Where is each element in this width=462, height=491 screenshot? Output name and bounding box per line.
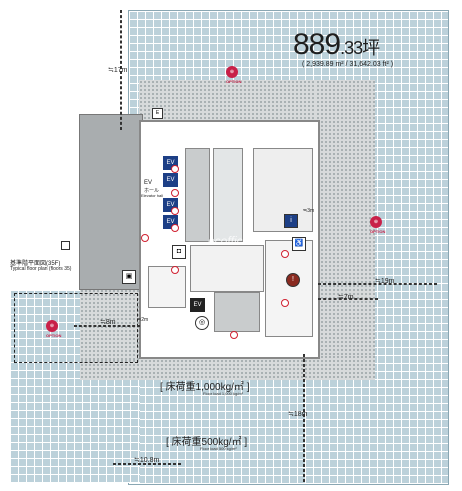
area-tsubo-decimal: .33 bbox=[340, 38, 363, 58]
dimension-bottom: ≒10.8m bbox=[134, 457, 160, 464]
exit-icon: E bbox=[152, 108, 163, 119]
marker-dot bbox=[171, 224, 179, 232]
dimension-right-lower: ≒18m bbox=[288, 411, 308, 418]
dimension-left-mid: ≒8m bbox=[100, 319, 116, 326]
load-rating-outer-sub: Floor load 500 kg/m² bbox=[200, 446, 237, 451]
load-rating-inner-sub: Floor load 1,000 kg/m² bbox=[203, 391, 244, 396]
dimension-small-a: ≒2m bbox=[137, 317, 149, 323]
core-shaft-b bbox=[213, 148, 243, 242]
option-marker-top: ⊕ bbox=[226, 66, 238, 78]
core-room-a bbox=[214, 292, 260, 332]
heavy-load-zone-right bbox=[316, 80, 375, 380]
dimension-right-upper: ≒19m bbox=[375, 278, 395, 285]
marker-dot bbox=[171, 266, 179, 274]
floor-plan-marker-icon bbox=[61, 241, 70, 250]
hydrant-icon: ◘ bbox=[172, 245, 186, 259]
sprinkler-icon: ◎ bbox=[195, 316, 209, 330]
marker-dot bbox=[171, 189, 179, 197]
floor-area-heading: 889.33坪 bbox=[293, 28, 380, 62]
floor-area-metric: ( 2,939.89 m² / 31,642.03 ft² ) bbox=[302, 61, 394, 68]
restroom-icon: i bbox=[284, 214, 298, 228]
dimension-line bbox=[14, 293, 138, 363]
dimension-line bbox=[303, 354, 305, 482]
area-tsubo-unit: 坪 bbox=[362, 38, 380, 58]
dimension-line bbox=[318, 298, 378, 300]
option-marker-right: ⊕ bbox=[370, 216, 382, 228]
marker-dot bbox=[141, 234, 149, 242]
dimension-line bbox=[120, 10, 122, 130]
watermark-text: ecoffice bbox=[208, 234, 250, 248]
heavy-load-zone-bottom bbox=[80, 355, 375, 380]
core-shaft-a bbox=[185, 148, 210, 242]
elevator-car-5: EV bbox=[190, 298, 205, 312]
core-room-c bbox=[265, 240, 313, 337]
marker-dot bbox=[281, 299, 289, 307]
option-label-top: OPTION bbox=[226, 79, 242, 84]
dimension-small-b: ≒3m bbox=[303, 208, 315, 214]
load-rating-outer: [ 床荷重500kg/㎡ ] bbox=[166, 437, 248, 448]
core-room-d bbox=[148, 266, 186, 308]
dimension-line bbox=[74, 325, 140, 327]
core-stair bbox=[190, 245, 264, 292]
typical-floor-en-label: Typical floor plan (floors 35) bbox=[10, 266, 72, 272]
wheelchair-icon: ♿ bbox=[292, 237, 306, 251]
marker-dot bbox=[171, 165, 179, 173]
ev-hall-label: EV bbox=[144, 180, 153, 186]
service-wing bbox=[79, 114, 143, 290]
load-rating-inner: [ 床荷重1,000kg/㎡ ] bbox=[160, 382, 250, 393]
area-tsubo-value: 889 bbox=[293, 28, 341, 61]
info-icon: ! bbox=[286, 273, 300, 287]
marker-dot bbox=[230, 331, 238, 339]
option-marker-left: ⊕ bbox=[46, 320, 58, 332]
heavy-load-zone-left bbox=[80, 285, 140, 360]
ev-hall-en-label: Elevator hall bbox=[141, 193, 164, 198]
marker-dot bbox=[171, 207, 179, 215]
ev-hall-sub-label: ホール bbox=[144, 188, 160, 194]
dimension-line bbox=[113, 463, 181, 465]
core-room-b bbox=[253, 148, 313, 232]
option-label-right: OPTION bbox=[370, 229, 386, 234]
option-label-left: OPTION bbox=[46, 333, 62, 338]
dimension-right-mid: ≒7m bbox=[338, 294, 354, 301]
fire-extinguisher-icon: ▣ bbox=[122, 270, 136, 284]
elevator-car-2: EV bbox=[163, 173, 178, 187]
typical-floor-label: 基準階平面図(35F) bbox=[10, 261, 61, 267]
dimension-line bbox=[318, 283, 437, 285]
marker-dot bbox=[281, 250, 289, 258]
dimension-top-left: ≒17m bbox=[108, 67, 128, 74]
